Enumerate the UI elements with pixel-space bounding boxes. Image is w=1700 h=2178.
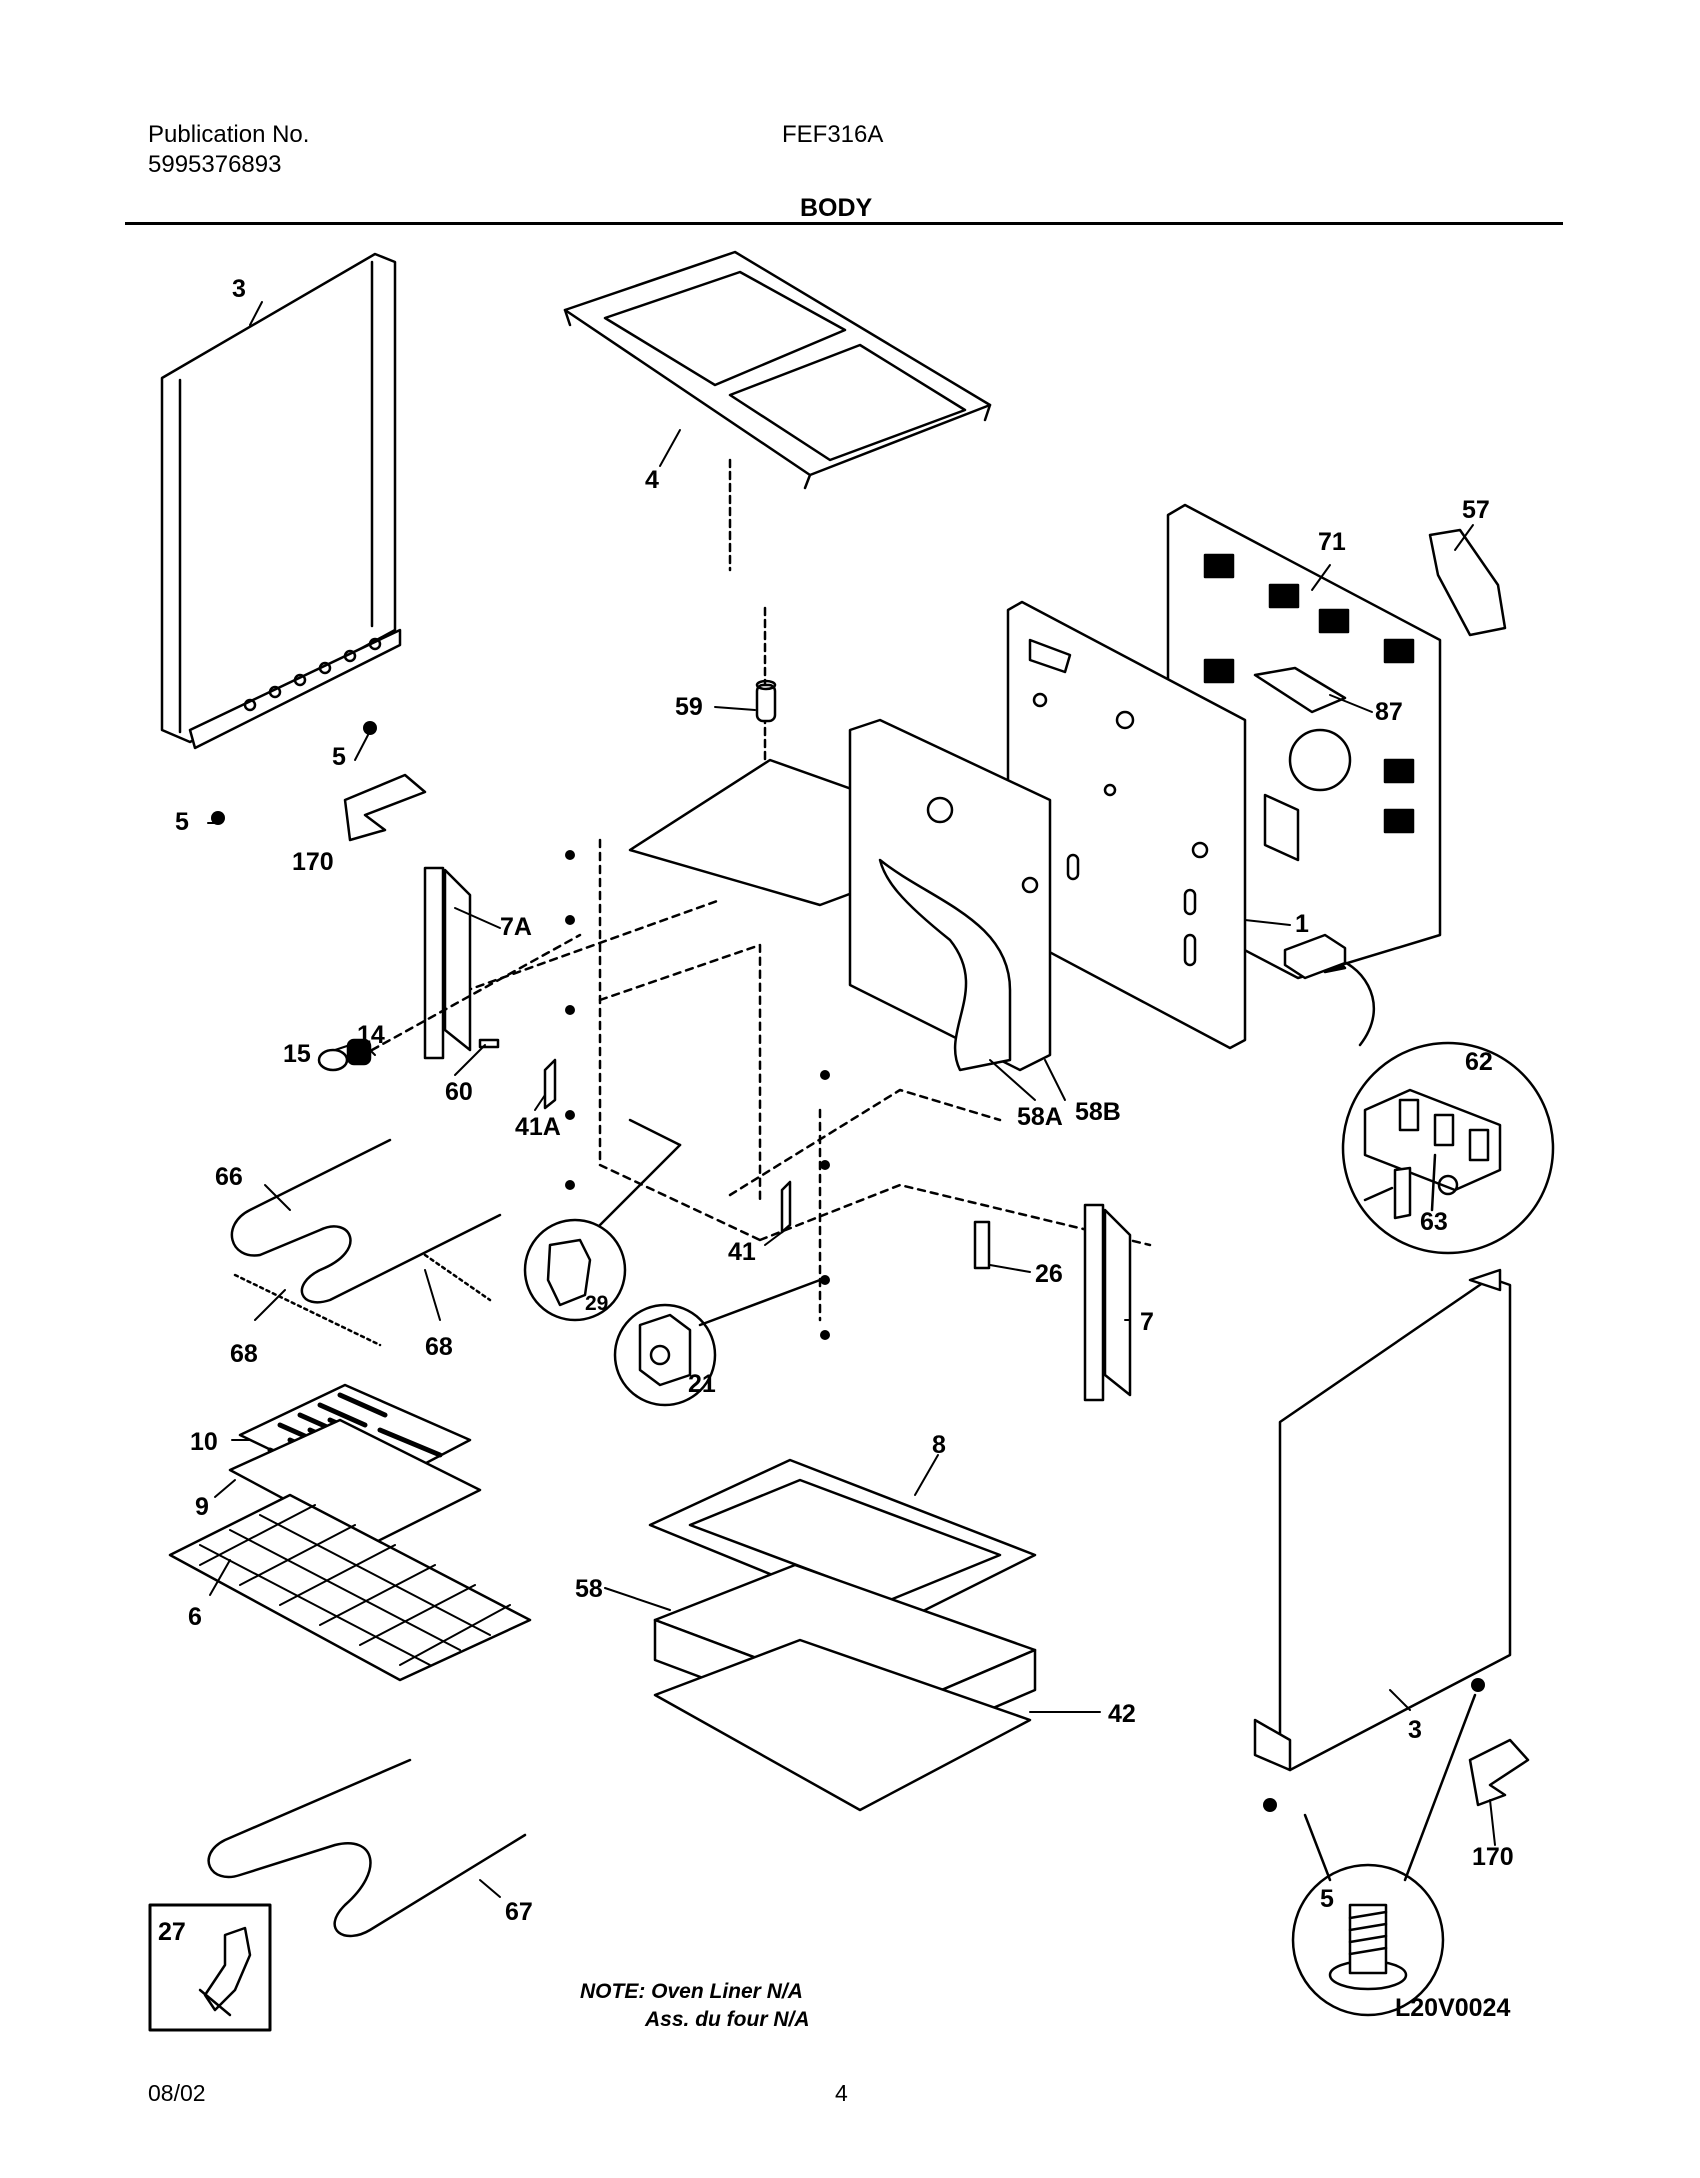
callout-170-b: 170 (1472, 1843, 1514, 1871)
oven-cavity-outline (438, 838, 1152, 1322)
callout-68-a: 68 (230, 1340, 258, 1368)
wire-68a (233, 1273, 382, 1347)
callout-41A: 41A (515, 1113, 561, 1141)
label-plate (1428, 528, 1507, 637)
callout-15: 15 (283, 1040, 311, 1068)
detail-leveling-leg (1291, 1693, 1477, 2017)
diagram-code: L20V0024 (1395, 1994, 1511, 2022)
callout-57: 57 (1462, 496, 1490, 524)
callout-3-top: 3 (232, 275, 246, 303)
bracket-170-right (1468, 1738, 1530, 1807)
section-title: BODY (800, 194, 873, 222)
rack-support-7 (1083, 1203, 1132, 1402)
footer-page-number: 4 (835, 2080, 848, 2106)
callout-66: 66 (215, 1163, 243, 1191)
screws (211, 721, 1485, 1812)
callout-60: 60 (445, 1078, 473, 1106)
publication-label: Publication No. (148, 121, 310, 148)
clip-41a (543, 1058, 557, 1110)
rack-support-7a (423, 866, 472, 1060)
callout-58A: 58A (1017, 1103, 1063, 1131)
callout-5-a: 5 (332, 743, 346, 771)
note-line-2: Ass. du four N/A (645, 2008, 810, 2031)
detail-21 (613, 1278, 822, 1407)
clip-41 (780, 1180, 792, 1234)
terminal-block-small (1283, 933, 1347, 980)
bracket-170-left (343, 773, 427, 842)
detail-terminal-block (1283, 933, 1555, 1255)
publication-number: 5995376893 (148, 151, 282, 178)
oven-insulation (628, 718, 1052, 1072)
side-panel-right (1253, 1268, 1512, 1772)
header-rule (125, 222, 1563, 225)
callout-41: 41 (728, 1238, 756, 1266)
oven-rack (168, 1493, 532, 1682)
callout-58B: 58B (1075, 1098, 1121, 1126)
callout-29: 29 (585, 1292, 608, 1315)
clip-60 (478, 1038, 500, 1049)
callout-6: 6 (188, 1603, 202, 1631)
callout-67: 67 (505, 1898, 533, 1926)
callout-63: 63 (1420, 1208, 1448, 1236)
callout-170-a: 170 (292, 848, 334, 876)
callout-59: 59 (675, 693, 703, 721)
callout-42: 42 (1108, 1700, 1136, 1728)
callout-58: 58 (575, 1575, 603, 1603)
side-panel-left (160, 252, 402, 750)
callout-5-c: 5 (1320, 1885, 1334, 1913)
wire-68b (423, 1253, 492, 1302)
note-line-1: NOTE: Oven Liner N/A (580, 1980, 803, 2003)
callout-71: 71 (1318, 528, 1346, 556)
bottom-panel (653, 1638, 1032, 1812)
callout-14: 14 (357, 1021, 385, 1049)
callout-1: 1 (1295, 910, 1309, 938)
clip-26 (973, 1220, 991, 1270)
oven-rack-wires (199, 1504, 511, 1666)
detail-29 (523, 1118, 682, 1322)
callout-27: 27 (158, 1918, 186, 1946)
callout-8: 8 (932, 1431, 946, 1459)
callout-7A: 7A (500, 913, 532, 941)
callout-3-bottom: 3 (1408, 1716, 1422, 1744)
callout-62: 62 (1465, 1048, 1493, 1076)
inset-27 (148, 1903, 272, 2032)
callout-4: 4 (645, 466, 659, 494)
callout-21: 21 (688, 1370, 716, 1398)
callout-87: 87 (1375, 698, 1403, 726)
callout-26: 26 (1035, 1260, 1063, 1288)
broil-element (207, 1758, 527, 1938)
back-inner-panel (1006, 600, 1247, 1050)
model-number: FEF316A (782, 121, 884, 148)
callout-9: 9 (195, 1493, 209, 1521)
leader-lines (207, 301, 1496, 1898)
leveler-59 (755, 679, 777, 723)
callout-7: 7 (1140, 1308, 1154, 1336)
callout-5-b: 5 (175, 808, 189, 836)
oven-light (317, 933, 582, 1072)
callout-10: 10 (190, 1428, 218, 1456)
bake-element (230, 1138, 502, 1304)
footer-date: 08/02 (148, 2080, 206, 2106)
top-panel (563, 250, 992, 490)
callout-68-b: 68 (425, 1333, 453, 1361)
